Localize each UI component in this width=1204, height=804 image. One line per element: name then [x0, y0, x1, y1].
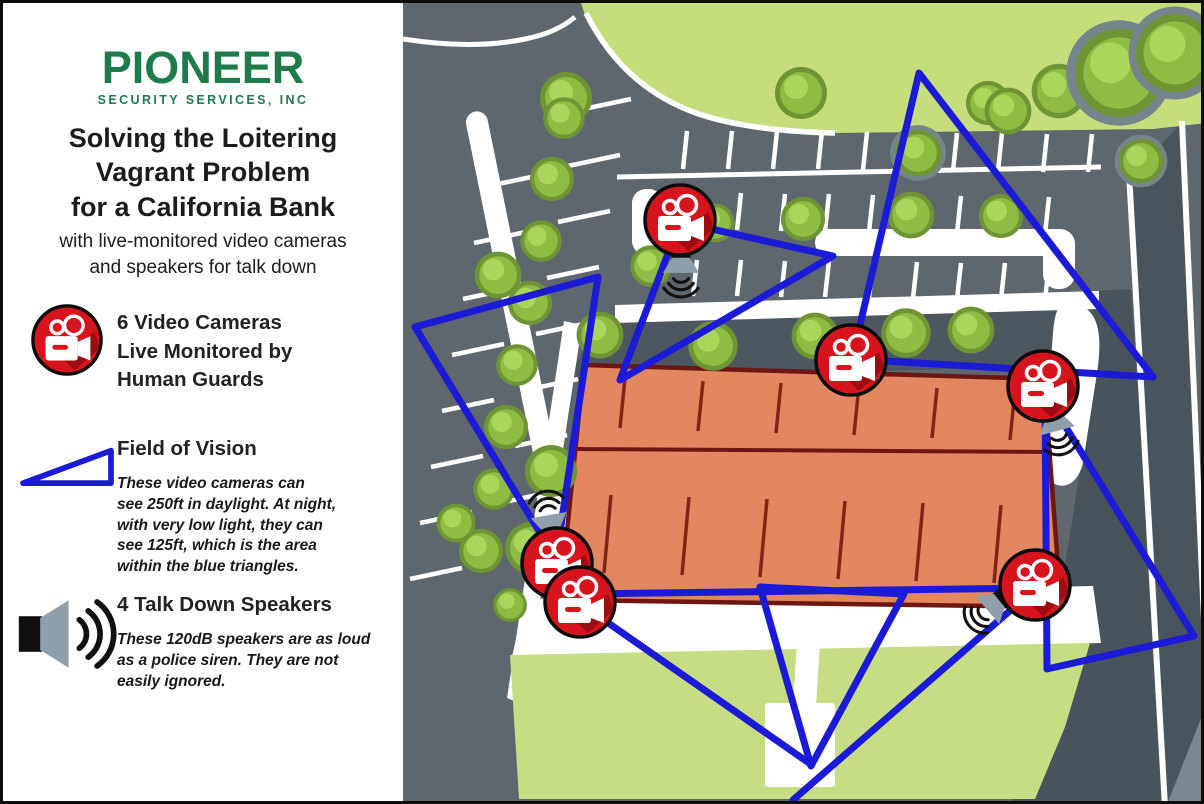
- camera-field-of-vision-triangle: [411, 273, 602, 563]
- sign-walkway: [793, 643, 820, 705]
- logo-wordmark: PIONEER: [101, 42, 305, 93]
- roof-ridge: [573, 447, 1053, 454]
- video-camera-marker: [1008, 351, 1078, 421]
- page-title: Solving the Loitering Vagrant Problem fo…: [3, 121, 403, 224]
- vision-triangle-icon: [17, 435, 117, 578]
- bush: [493, 588, 527, 622]
- bush: [881, 308, 931, 358]
- title-line-3: for a California Bank: [70, 191, 336, 222]
- title-line-1: Solving the Loitering: [68, 123, 338, 153]
- title-line-2: Vagrant Problem: [95, 157, 311, 188]
- legend-field-of-vision: Field of Vision These video cameras can …: [17, 435, 395, 578]
- bush: [780, 196, 826, 242]
- legend-field-desc: These video cameras can see 250ft in day…: [117, 474, 337, 576]
- camera-sight-line: [789, 584, 1040, 801]
- subtitle-line-2: and speakers for talk down: [89, 256, 317, 278]
- bush: [474, 251, 522, 299]
- info-panel: PIONEER SECURITY SERVICES, INC Solving t…: [3, 3, 403, 801]
- video-camera-marker: [1000, 550, 1070, 620]
- legend-field-heading: Field of Vision: [117, 437, 257, 460]
- bush: [775, 67, 827, 119]
- bush: [887, 191, 935, 239]
- bush: [984, 87, 1032, 135]
- vegetation-layer: [436, 6, 1201, 622]
- bush: [947, 306, 995, 354]
- tree: [1114, 134, 1168, 188]
- page-subtitle: with live-monitored video cameras and sp…: [3, 229, 403, 280]
- camera-sight-line: [577, 600, 813, 767]
- logo-tagline: SECURITY SERVICES, INC: [97, 93, 309, 107]
- bush: [458, 528, 504, 574]
- bush: [436, 503, 476, 543]
- bush: [978, 193, 1024, 239]
- subtitle-line-1: with live-monitored video cameras: [59, 231, 347, 252]
- bush: [496, 344, 538, 386]
- cameras-label-line-3: Human Guards: [117, 368, 264, 392]
- bush: [483, 404, 529, 450]
- bush: [529, 156, 575, 202]
- video-camera-marker: [816, 325, 886, 395]
- legend-speakers-heading: 4 Talk Down Speakers: [117, 593, 332, 616]
- bush: [543, 97, 585, 139]
- camera-field-of-vision-triangle: [848, 69, 1157, 381]
- pioneer-logo: PIONEER SECURITY SERVICES, INC: [3, 45, 403, 107]
- tree: [1128, 6, 1201, 100]
- video-camera-icon: [17, 303, 117, 395]
- legend-speakers: 4 Talk Down Speakers These 120dB speaker…: [17, 591, 395, 692]
- bank-building: [557, 362, 1064, 610]
- legend-cameras: 6 Video Cameras Live Monitored by Human …: [17, 303, 395, 395]
- bank-building-roof: [557, 362, 1064, 610]
- video-camera-marker: [545, 567, 615, 637]
- bush: [520, 220, 562, 262]
- cameras-label-line-2: Live Monitored by: [117, 339, 293, 363]
- speaker-icon: [17, 591, 117, 692]
- cameras-label-line-1: 6 Video Cameras: [117, 311, 282, 334]
- camera-field-of-vision-triangle: [1041, 389, 1198, 673]
- camera-field-of-vision-triangle: [616, 218, 837, 384]
- video-camera-marker: [645, 185, 715, 255]
- monument-sign: [765, 703, 835, 787]
- legend-cameras-label: 6 Video Cameras Live Monitored by Human …: [117, 303, 292, 395]
- camera-sight-line: [579, 584, 1040, 598]
- site-map: [403, 3, 1201, 801]
- field-of-vision-layer: [411, 69, 1198, 801]
- legend-speakers-desc: These 120dB speakers are as loud as a po…: [117, 630, 371, 690]
